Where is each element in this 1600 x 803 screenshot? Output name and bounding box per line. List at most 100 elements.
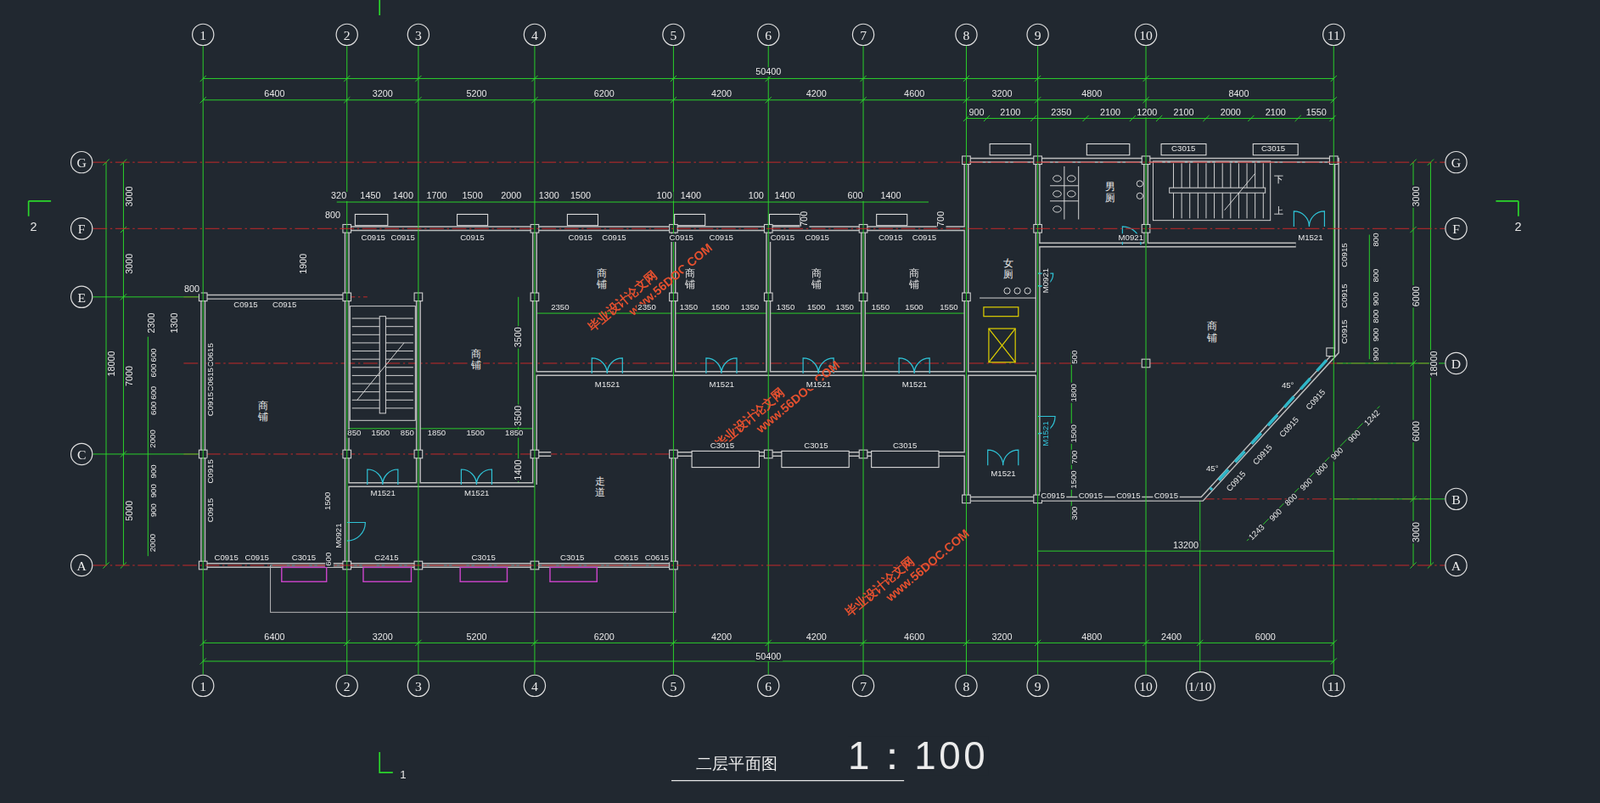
dimension-text: C0915 (207, 497, 216, 524)
dimension-text: 5200 (465, 632, 488, 642)
dimension-text: 1400 (879, 190, 902, 201)
dimension-text: 6000 (1411, 419, 1421, 442)
axis-line (863, 45, 865, 675)
axis-bubble: G (1444, 151, 1467, 174)
dimension-text: C0915 (1340, 282, 1349, 309)
axis-number: 4 (531, 679, 539, 693)
dimension-text: C3015 (709, 442, 736, 451)
dimension-text: 100 (747, 190, 765, 201)
dimension-text: 6200 (592, 632, 615, 642)
dimension-text: 1400 (773, 190, 796, 201)
dimension-text: C2415 (373, 554, 400, 563)
plan-line (357, 342, 405, 400)
plan-line (270, 565, 676, 612)
dimension-text: 800 (324, 210, 342, 220)
dimension-text: C3015 (1260, 145, 1287, 154)
dimension-text: 900 (149, 482, 158, 499)
plan-line (281, 567, 327, 582)
dimension-text: 600 (325, 551, 334, 568)
axis-bubble: A (70, 554, 93, 577)
axis-bubble: 4 (523, 23, 546, 46)
dimension-text: 1350 (740, 303, 761, 313)
axis-line (92, 228, 1445, 230)
axis-bubble: 1 (191, 674, 214, 697)
axis-number: 11 (1327, 679, 1341, 693)
axis-number: 8 (963, 679, 971, 693)
axis-bubble: 6 (757, 674, 780, 697)
dimension-text: 600 (149, 362, 158, 378)
dimension-text: 1350 (775, 303, 797, 313)
dimension-text: 4600 (903, 89, 926, 99)
dimension-text: C0615 (644, 554, 671, 563)
dimension-text: 2300 (147, 311, 158, 334)
plan-line (988, 328, 1016, 363)
plan-line (1024, 287, 1031, 294)
axis-number: 3 (415, 28, 422, 42)
plan-line (1049, 166, 1079, 220)
axis-bubble: 2 (336, 674, 359, 697)
axis-bubble: 8 (954, 674, 977, 697)
dimension-text: 1900 (299, 252, 309, 275)
axis-number: 1/10 (1188, 679, 1213, 693)
plan-line (706, 358, 737, 374)
dimension-text: C0915 (877, 233, 904, 242)
dimension-text: 900 (1297, 476, 1315, 494)
plan-line (460, 567, 507, 582)
dimension-text: 900 (149, 463, 158, 479)
dimension-text: 5200 (465, 89, 488, 99)
dimension-text: 900 (1371, 346, 1381, 362)
dimension-text: C0915 (567, 233, 594, 242)
dimension-text: 900 (967, 107, 985, 118)
dimension-text: 1242 (1362, 408, 1383, 429)
plan-line (988, 449, 1019, 466)
axis-bubble: 6 (757, 23, 780, 46)
dimension-text: 500 (1070, 349, 1079, 365)
axis-number: 9 (1034, 28, 1042, 42)
dimension-text: 900 (1371, 326, 1381, 343)
axis-bubble: 5 (662, 23, 685, 46)
plan-line (550, 567, 597, 582)
plan-line (674, 213, 706, 225)
diagonal-window (1210, 359, 1327, 490)
dimension-text: 300 (1070, 505, 1079, 521)
dimension-text: M0921 (335, 522, 344, 550)
axis-number: 2 (343, 28, 351, 42)
plan-line (367, 469, 399, 485)
axis-bubble: 1/10 (1184, 670, 1215, 701)
dimension-text: 1500 (1070, 423, 1079, 444)
axis-number: D (1451, 356, 1461, 371)
axis-number: 8 (963, 28, 971, 42)
dimension-text: 800 (1371, 267, 1381, 283)
axis-line (768, 45, 770, 675)
plan-line (979, 297, 1036, 299)
dimension-text: 900 (1267, 506, 1285, 524)
dimension-text: M1521 (989, 470, 1017, 479)
grid-line (183, 297, 1429, 500)
dimension-text: C3015 (1170, 145, 1197, 154)
title-underline (671, 780, 904, 781)
dimension-text: C0915 (359, 233, 387, 242)
dimension-text: 1500 (460, 190, 483, 201)
dimension-text: M1521 (463, 489, 491, 499)
plan-line (28, 0, 1519, 773)
dimension-text: C3015 (802, 442, 830, 451)
door-swing (347, 211, 1325, 541)
plan-line (769, 213, 800, 225)
dimension-text: C0915 (803, 233, 831, 242)
plan-line (202, 160, 1337, 566)
dimension-text: 1500 (806, 303, 827, 313)
dimension-text: M0921 (1042, 267, 1051, 295)
plan-line (1086, 144, 1129, 156)
dimension-text: 600 (846, 190, 864, 201)
axis-number: A (1451, 558, 1461, 573)
axis-bubble: F (70, 217, 93, 240)
plan-line (983, 307, 1019, 317)
dimension-text: 1350 (678, 303, 699, 313)
dimension-text: 1500 (710, 303, 731, 313)
plan-line (347, 522, 366, 542)
axis-bubble: 1 (191, 23, 214, 46)
dimension-text: 1800 (1070, 382, 1079, 404)
dimension-text: C0915 (207, 391, 216, 418)
dimension-text: 6400 (263, 632, 286, 642)
dimension-text: 6000 (1253, 632, 1276, 642)
